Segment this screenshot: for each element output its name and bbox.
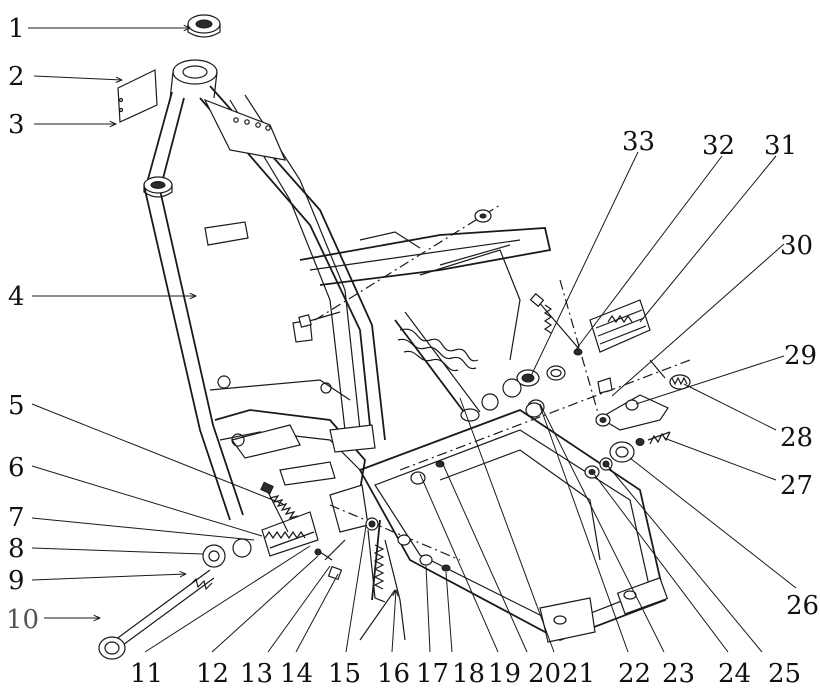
part-washers-24-25 <box>584 457 613 479</box>
label-20: 20 <box>528 659 561 688</box>
part-plate <box>117 69 158 123</box>
label-14: 14 <box>280 659 313 688</box>
label-2: 2 <box>8 62 25 92</box>
part-washer-33 <box>516 365 566 387</box>
part-footpeg-right <box>589 299 651 353</box>
part-small-hardware <box>314 539 346 581</box>
part-bolt-left <box>298 311 341 328</box>
part-nut-top <box>474 209 492 223</box>
part-clip-31 <box>597 377 613 394</box>
label-16: 16 <box>377 659 410 688</box>
motorcycle-frame <box>144 59 691 643</box>
label-12: 12 <box>196 659 229 688</box>
part-side-bracket <box>595 394 669 431</box>
label-26: 26 <box>786 591 819 621</box>
label-32: 32 <box>702 131 735 161</box>
label-4: 4 <box>8 282 25 312</box>
part-bushing-26 <box>609 441 635 463</box>
label-3: 3 <box>8 110 25 140</box>
label-8: 8 <box>8 534 25 564</box>
label-9: 9 <box>8 566 25 596</box>
label-22: 22 <box>618 659 651 688</box>
label-24: 24 <box>718 659 751 688</box>
part-bearing-bottom <box>143 176 173 198</box>
label-10: 10 <box>6 605 39 635</box>
label-15: 15 <box>328 659 361 688</box>
label-27: 27 <box>780 471 813 501</box>
leader-lines <box>28 28 797 653</box>
callout-labels: 1 2 3 4 5 6 7 8 9 10 11 12 13 14 15 16 1… <box>6 14 819 688</box>
label-21: 21 <box>562 659 595 688</box>
label-7: 7 <box>8 503 25 533</box>
part-nut-23 <box>525 402 543 418</box>
label-6: 6 <box>8 453 25 483</box>
label-31: 31 <box>764 131 797 161</box>
label-5: 5 <box>8 391 25 421</box>
part-cap-10 <box>98 636 126 660</box>
label-1: 1 <box>8 14 25 44</box>
label-29: 29 <box>784 341 817 371</box>
label-13: 13 <box>240 659 273 688</box>
part-spacer-8 <box>202 538 252 568</box>
label-11: 11 <box>130 659 163 688</box>
label-19: 19 <box>488 659 521 688</box>
label-33: 33 <box>622 127 655 157</box>
part-axle-9 <box>114 569 215 646</box>
label-30: 30 <box>780 231 813 261</box>
label-17: 17 <box>416 659 449 688</box>
label-23: 23 <box>662 659 695 688</box>
label-28: 28 <box>780 423 813 453</box>
label-25: 25 <box>768 659 801 688</box>
label-18: 18 <box>452 659 485 688</box>
part-footpeg-left <box>261 511 319 557</box>
part-spring-28 <box>649 359 691 390</box>
part-pin-32 <box>529 292 583 356</box>
part-bearing-top <box>187 14 221 38</box>
